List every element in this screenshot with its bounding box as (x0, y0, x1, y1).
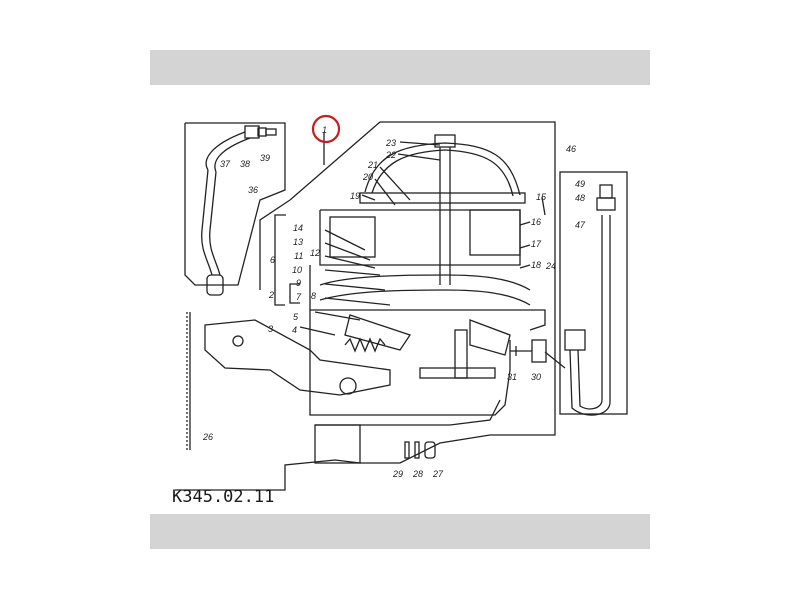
callout-21: 21 (367, 160, 378, 170)
callout-37: 37 (220, 159, 231, 169)
callout-49: 49 (575, 179, 585, 189)
callout-1: 1 (322, 125, 327, 135)
callout-7: 7 (296, 292, 302, 302)
callout-20: 20 (362, 172, 373, 182)
bottom-gray-band (150, 514, 650, 549)
callout-27: 27 (432, 469, 444, 479)
callout-5: 5 (293, 312, 299, 322)
image-frame: 1 2 3 4 5 6 7 8 9 10 11 12 13 14 15 16 1… (150, 50, 650, 550)
callout-2: 2 (268, 290, 274, 300)
callout-labels: 1 2 3 4 5 6 7 8 9 10 11 12 13 14 15 16 1… (202, 125, 586, 479)
callout-3: 3 (268, 324, 273, 334)
callout-16: 16 (531, 217, 541, 227)
callout-47: 47 (575, 220, 586, 230)
callout-8: 8 (311, 291, 316, 301)
callout-22: 22 (385, 150, 396, 160)
callout-19: 19 (350, 191, 360, 201)
callout-36: 36 (248, 185, 258, 195)
callout-24: 24 (545, 261, 556, 271)
top-gray-band (150, 50, 650, 85)
linework (175, 121, 628, 491)
callout-17: 17 (531, 239, 542, 249)
callout-9: 9 (296, 278, 301, 288)
callout-23: 23 (385, 138, 396, 148)
callout-28: 28 (412, 469, 423, 479)
callout-31: 31 (507, 372, 517, 382)
highlight-circle-callout-1 (311, 114, 341, 144)
callout-6: 6 (270, 255, 275, 265)
fuel-pump-diagram: 1 2 3 4 5 6 7 8 9 10 11 12 13 14 15 16 1… (150, 50, 650, 550)
drawing-code: К345.02.11 (172, 487, 274, 507)
callout-29: 29 (392, 469, 403, 479)
callout-30: 30 (531, 372, 541, 382)
callout-4: 4 (292, 325, 297, 335)
callout-13: 13 (293, 237, 303, 247)
callout-26: 26 (202, 432, 213, 442)
callout-18: 18 (531, 260, 541, 270)
callout-11: 11 (294, 251, 303, 261)
callout-38: 38 (240, 159, 250, 169)
callout-10: 10 (292, 265, 302, 275)
callout-15: 15 (536, 192, 547, 202)
callout-14: 14 (293, 223, 303, 233)
callout-12: 12 (310, 248, 320, 258)
diagram-svg: 1 2 3 4 5 6 7 8 9 10 11 12 13 14 15 16 1… (172, 114, 628, 507)
callout-39: 39 (260, 153, 270, 163)
callout-46: 46 (566, 144, 576, 154)
callout-48: 48 (575, 193, 585, 203)
